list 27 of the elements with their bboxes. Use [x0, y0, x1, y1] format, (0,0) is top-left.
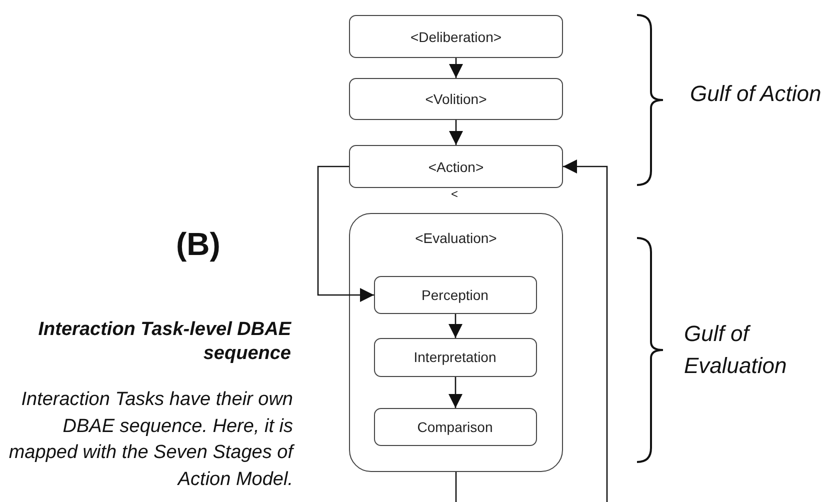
- node-label: <Action>: [428, 158, 484, 174]
- node-label: <Deliberation>: [410, 28, 502, 44]
- panel-letter: (B): [176, 226, 220, 263]
- process-box: [349, 15, 563, 58]
- connector-line: [455, 472, 457, 502]
- arrow: [317, 166, 374, 302]
- node-label: Perception: [422, 286, 488, 302]
- description-text: Interaction Tasks have their own DBAE sequence. Here, it is mapped with the Seven Stages of Action Model.: [8, 388, 293, 492]
- process-box: [374, 338, 536, 376]
- arrow: [449, 120, 463, 145]
- node-label: Comparison: [417, 418, 493, 434]
- process-box: [349, 145, 563, 188]
- arrow: [448, 314, 462, 338]
- process-box: [349, 78, 563, 120]
- process-box: [374, 276, 536, 314]
- group-box: [349, 213, 563, 472]
- node-label: <Volition>: [425, 91, 487, 107]
- node-label: Interpretation: [414, 349, 496, 365]
- bracket-label: Gulf of Action: [690, 81, 822, 107]
- group-title: <Evaluation>: [415, 230, 497, 246]
- process-box: [374, 408, 536, 446]
- arrow: [563, 160, 608, 502]
- arrow: [449, 58, 463, 78]
- caret-mark: <: [451, 188, 458, 200]
- section-heading: Interaction Task-level DBAE sequence: [37, 318, 291, 366]
- arrow: [448, 377, 462, 408]
- bracket-label: Gulf of Evaluation: [684, 320, 788, 380]
